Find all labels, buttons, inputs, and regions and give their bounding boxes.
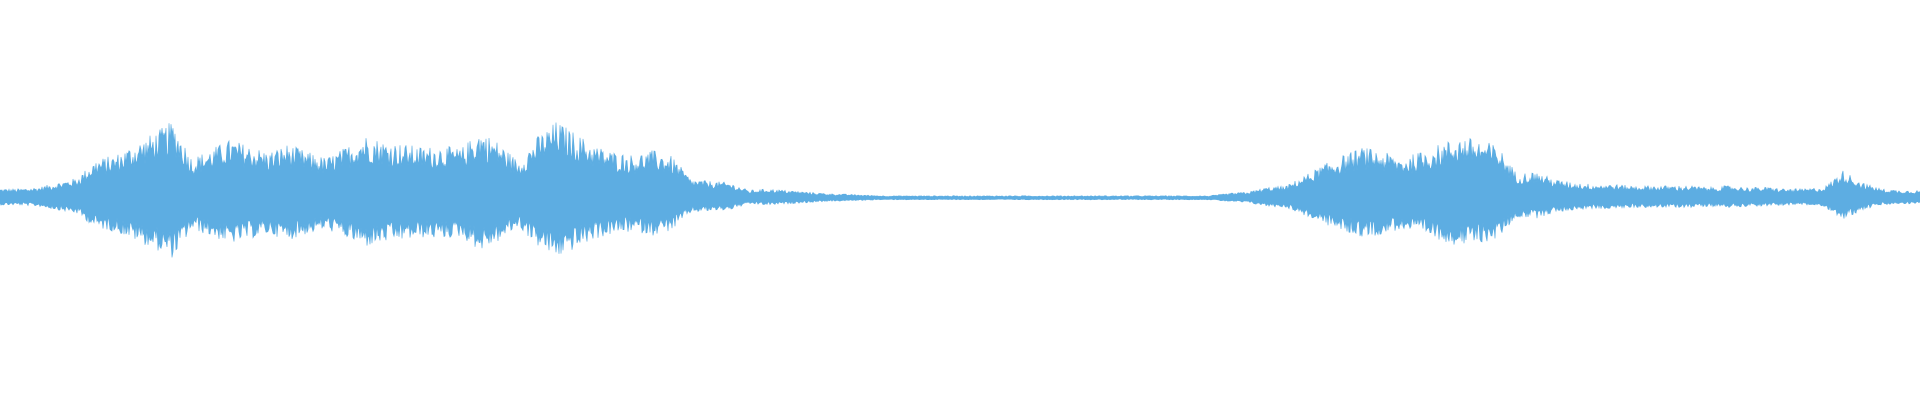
waveform-shape <box>0 122 1920 258</box>
